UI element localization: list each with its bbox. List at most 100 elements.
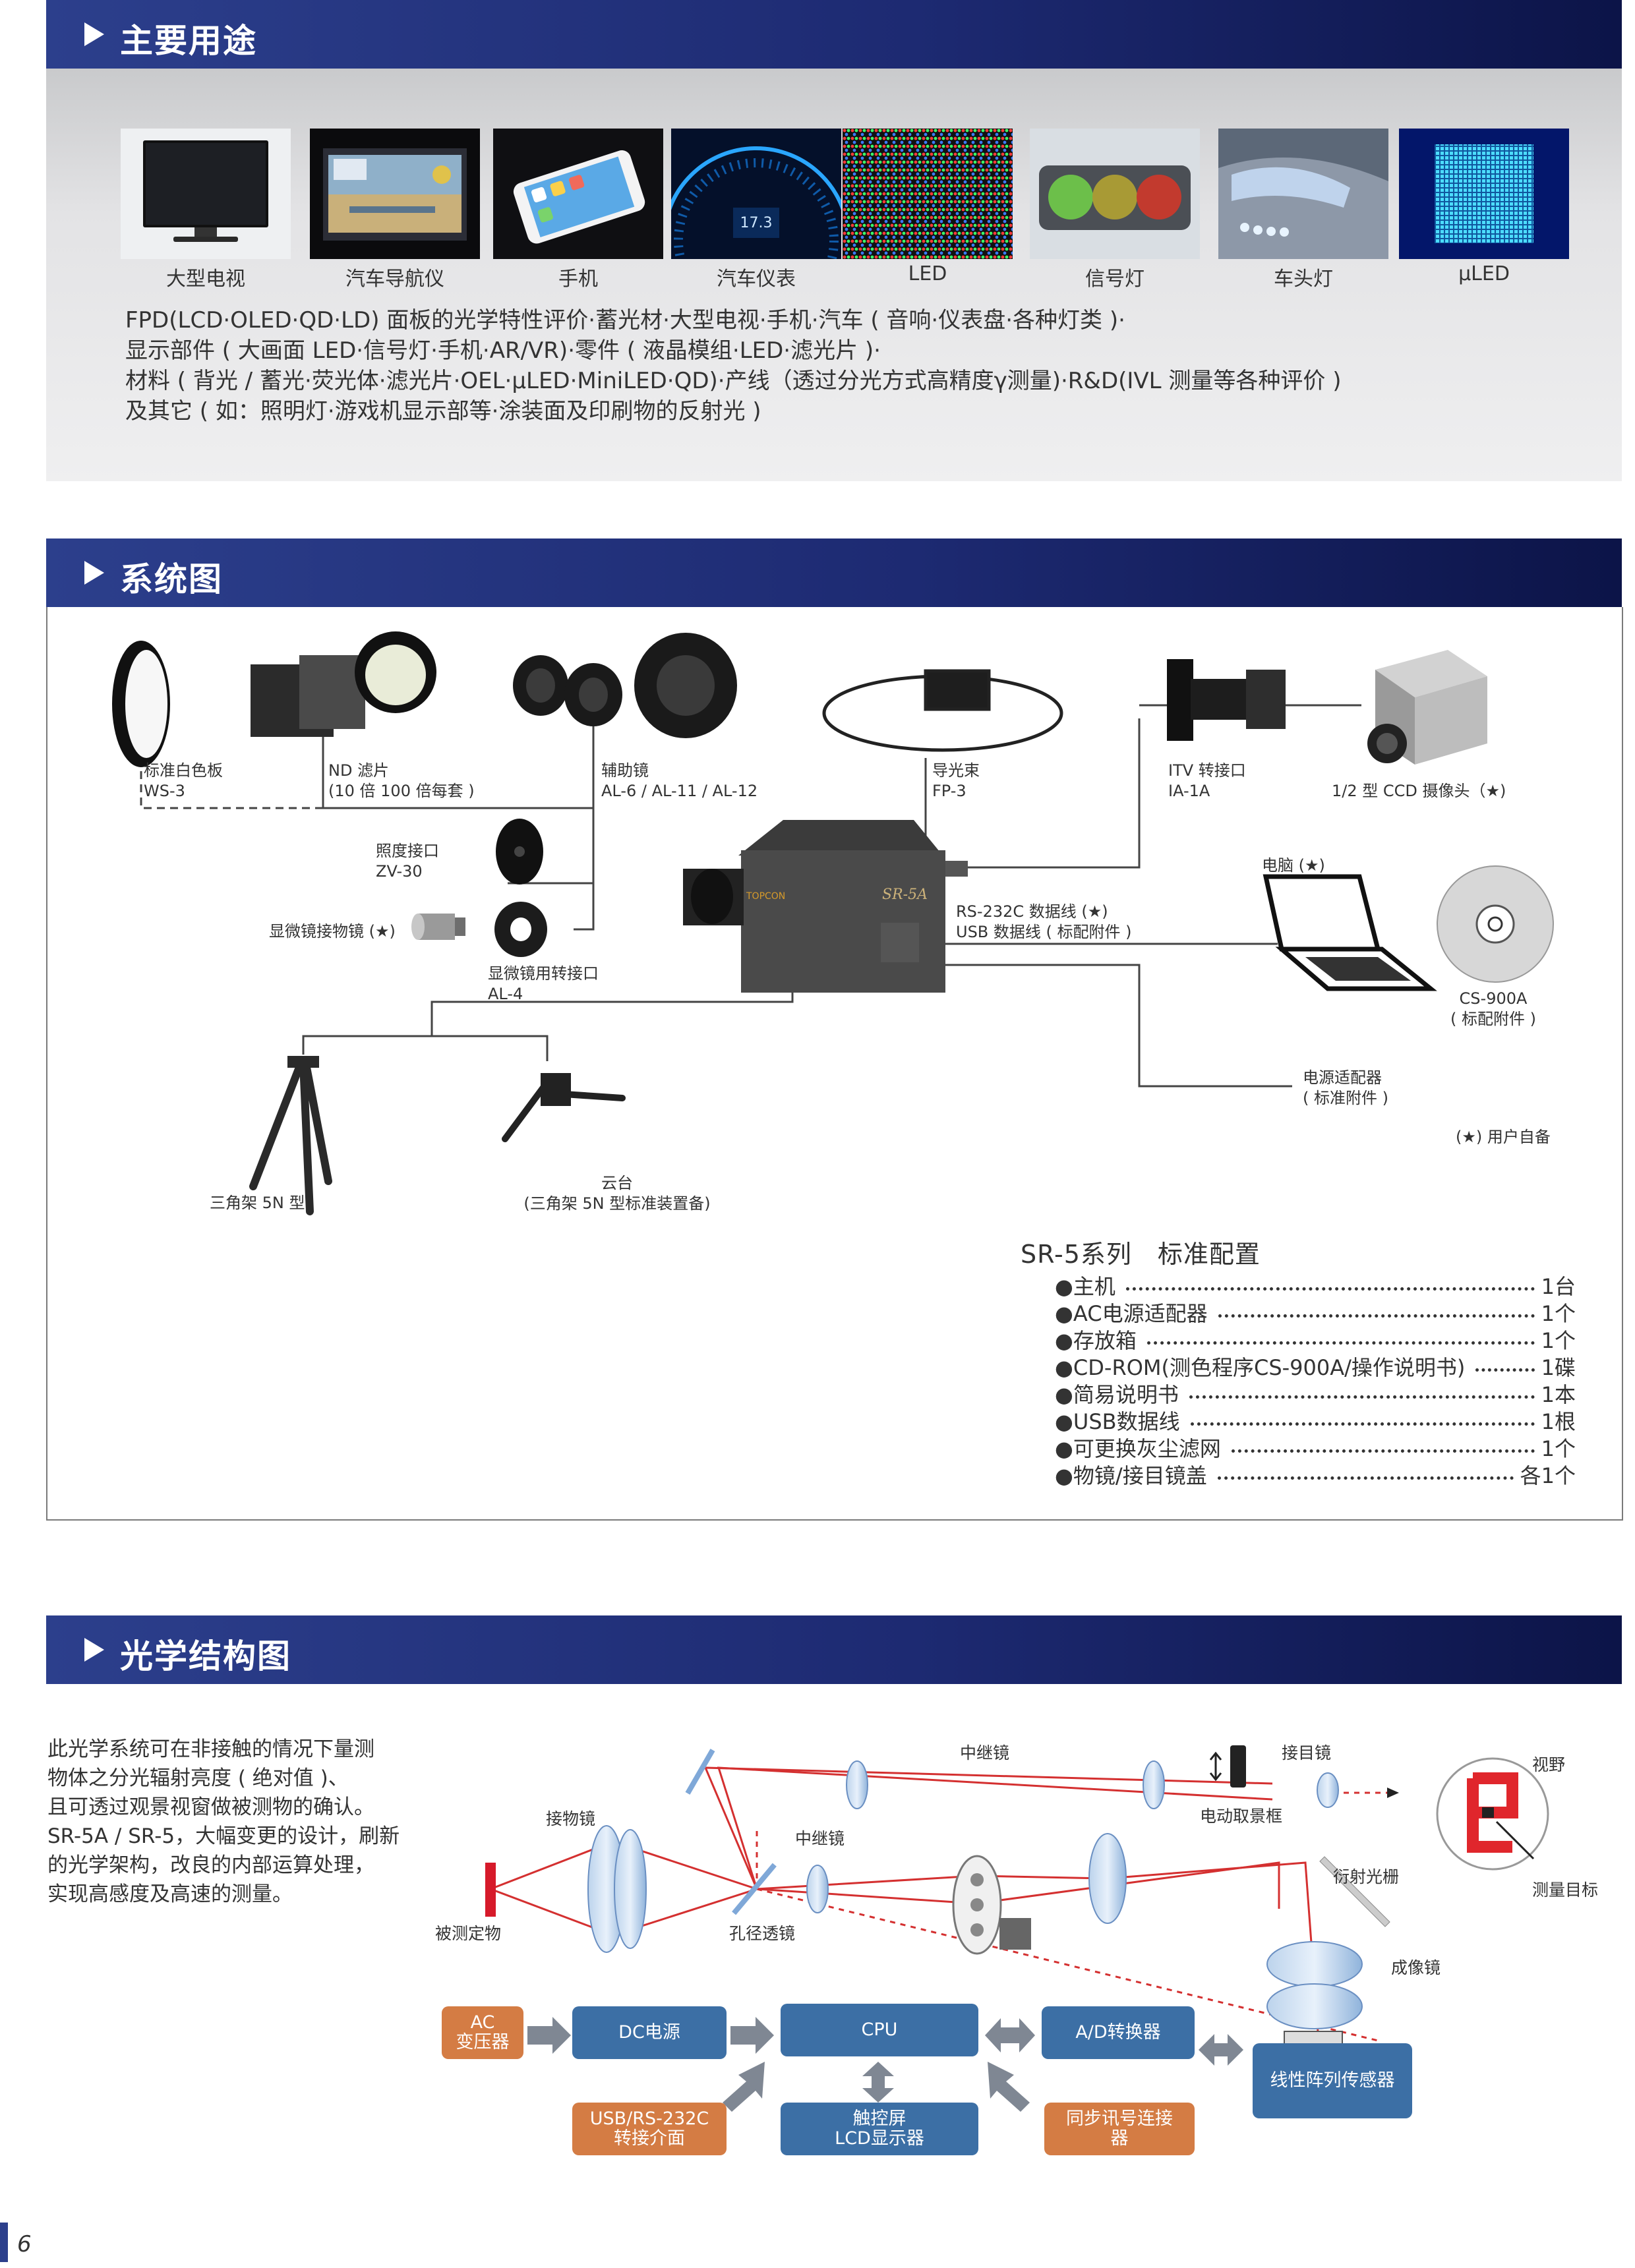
- usage-label: µLED: [1458, 262, 1510, 285]
- sr5a-instrument-icon: TOPCON SR-5A: [683, 820, 968, 993]
- car-dashboard-photo: 17.3: [671, 129, 841, 259]
- field-label: 视野: [1532, 1755, 1566, 1774]
- pan-head-label: 云台(三角架 5N 型标准装置备): [523, 1174, 711, 1213]
- grating-label: 衍射光栅: [1333, 1867, 1400, 1886]
- linear-sensor-block: 线性阵列传感器: [1253, 2043, 1412, 2118]
- config-title: SR-5系列 标准配置: [1021, 1240, 1261, 1269]
- eyepiece-label: 接目镜: [1282, 1743, 1332, 1762]
- sync-connector-block: 同步讯号连接器: [1044, 2103, 1195, 2155]
- imaging-lens-icon: [1266, 1941, 1363, 2029]
- objective-label: 接物镜: [546, 1809, 596, 1828]
- relay-lens-icon: [846, 1760, 868, 1809]
- power-adapter-label: 电源适配器( 标准附件 ): [1303, 1068, 1388, 1107]
- headlight-photo: [1218, 129, 1388, 259]
- tripod-icon: [249, 1056, 332, 1215]
- relay-lens-icon: [1143, 1760, 1165, 1809]
- optics-description-line: 实现高感度及高速的测量。: [47, 1882, 293, 1906]
- usage-label: 汽车导航仪: [345, 268, 444, 291]
- usage-label: 车头灯: [1274, 268, 1333, 291]
- triangle-icon: [84, 22, 104, 46]
- aperture-label: 孔径透镜: [729, 1924, 796, 1943]
- measured-object-icon: [485, 1863, 496, 1917]
- usage-label: 大型电视: [166, 268, 245, 291]
- nd-filter-icon: [251, 631, 436, 737]
- illuminance-adapter-icon: [496, 819, 543, 885]
- usage-text-line: 及其它 ( 如：照明灯·游戏机显示部等·涂装面及印刷物的反射光 ): [125, 398, 761, 424]
- micro-led-photo: [1399, 129, 1569, 259]
- config-item: ●物镜/接目镜盖各1个: [1055, 1463, 1576, 1488]
- triangle-icon: [84, 1638, 104, 1662]
- target-label: 测量目标: [1532, 1880, 1599, 1900]
- section-title: 系统图: [120, 560, 223, 598]
- section-header-system: 系统图: [46, 538, 1622, 607]
- large-tv-photo: [121, 129, 291, 259]
- shutter-disk-icon: [952, 1855, 1031, 1955]
- svg-text:17.3: 17.3: [740, 215, 773, 231]
- pan-head-icon: [502, 1073, 626, 1142]
- itv-adapter-icon: [1167, 659, 1286, 741]
- traffic-light-photo: [1030, 129, 1200, 259]
- laptop-pc-icon: [1263, 874, 1437, 991]
- cd-label: CS-900A( 标配附件 ): [1450, 989, 1536, 1028]
- user-supplied-note: (★) 用户自备: [1456, 1128, 1551, 1146]
- microscope-objective-icon: [411, 914, 465, 940]
- fiber-bundle-icon: [822, 669, 1063, 752]
- section-title: 光学结构图: [120, 1637, 291, 1675]
- optics-description-line: 且可透过观景视窗做被测物的确认。: [47, 1795, 374, 1819]
- motorized-frame-icon: [1230, 1745, 1246, 1788]
- optics-description-line: 此光学系统可在非接触的情况下量测: [47, 1737, 374, 1761]
- system-diagram: TOPCON SR-5A: [112, 631, 1554, 1215]
- smartphone-photo: [493, 129, 663, 259]
- nd-filter-label: ND 滤片(10 倍 100 倍每套 ): [328, 761, 475, 800]
- instrument-brand: TOPCON: [746, 891, 785, 902]
- micro-objective-label: 显微镜接物镜 (★): [269, 922, 396, 941]
- object-label: 被测定物: [435, 1924, 502, 1943]
- ccd-camera-icon: [1367, 650, 1487, 765]
- page-number: 6: [17, 2231, 32, 2257]
- usage-label: LED: [908, 262, 947, 285]
- flow-arrows: [527, 2017, 1243, 2112]
- dc-power-block: DC电源: [572, 2006, 727, 2059]
- usage-text-line: FPD(LCD·OLED·QD·LD) 面板的光学特性评价·蓄光材·大型电视·手…: [125, 307, 1125, 334]
- triangle-icon: [84, 561, 104, 585]
- pc-label: 电脑 (★): [1262, 856, 1325, 875]
- field-of-view-icon: [1436, 1757, 1549, 1871]
- cpu-block: CPU: [781, 2004, 978, 2056]
- optics-description-line: 物体之分光辐射亮度 ( 绝对值 )、: [47, 1766, 349, 1790]
- car-navigation-photo: [310, 129, 480, 259]
- relay-lens-icon: [806, 1865, 829, 1913]
- eye-icon: [1387, 1788, 1399, 1798]
- usage-label: 手机: [558, 268, 598, 291]
- ccd-label: 1/2 型 CCD 摄像头（★): [1332, 782, 1506, 800]
- white-plate-icon: [112, 641, 170, 767]
- section-header-usage: 主要用途: [46, 0, 1622, 69]
- ad-converter-block: A/D转换器: [1042, 2006, 1195, 2059]
- relay-lens-icon: [1088, 1833, 1127, 1924]
- page-marker: [0, 2223, 8, 2262]
- motor-frame-label: 电动取景框: [1200, 1807, 1283, 1826]
- usage-label: 汽车仪表: [717, 268, 796, 291]
- fold-mirror-icon: [685, 1749, 715, 1795]
- config-item: ●CD-ROM(测色程序CS-900A/操作说明书)1碟: [1055, 1355, 1576, 1380]
- relay-lens-top-label: 中继镜: [960, 1743, 1010, 1762]
- usage-label: 信号灯: [1085, 268, 1144, 291]
- section-header-optics: 光学结构图: [46, 1615, 1622, 1684]
- objective-lens-icon: [587, 1825, 647, 1953]
- optics-description-line: SR-5A / SR-5，大幅变更的设计，刷新: [47, 1824, 400, 1848]
- relay-lens-mid-label: 中继镜: [795, 1829, 845, 1848]
- cable-label: RS-232C 数据线 (★)USB 数据线 ( 标配附件 ): [956, 902, 1132, 941]
- optics-description-line: 的光学架构，改良的内部运算处理，: [47, 1853, 374, 1877]
- eyepiece-icon: [1317, 1772, 1339, 1808]
